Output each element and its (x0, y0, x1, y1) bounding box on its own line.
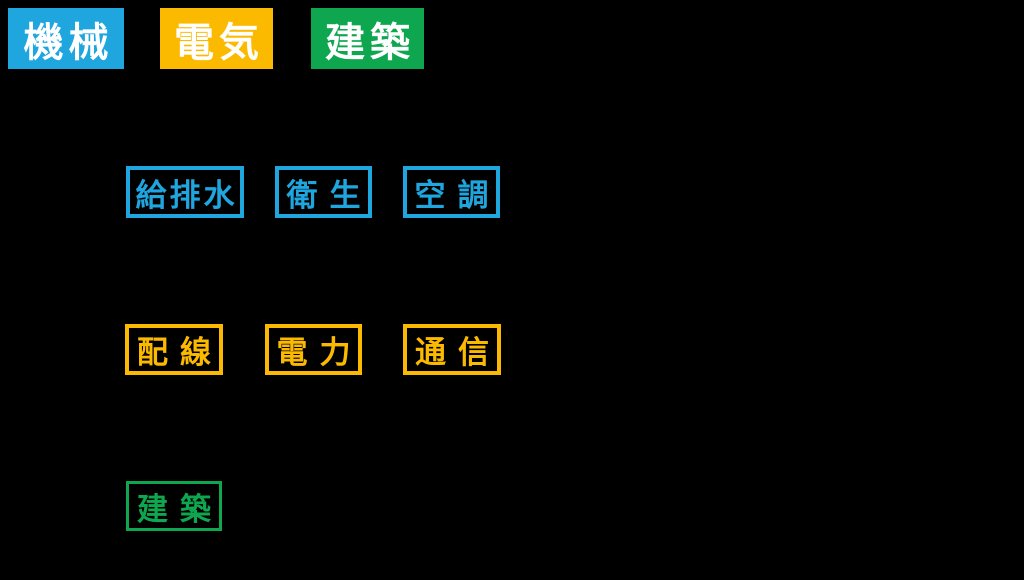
legend-label-architecture: 建築 (325, 20, 415, 65)
item-label-air-conditioning: 空調 (414, 177, 501, 213)
item-box-architecture: 建築 (126, 481, 222, 531)
item-label-architecture: 建築 (137, 491, 223, 527)
item-box-electric-power: 電力 (265, 324, 362, 375)
item-box-sanitation: 衛生 (275, 166, 372, 218)
legend-label-mechanical: 機械 (23, 20, 114, 65)
legend-box-architecture: 建築 (311, 8, 424, 69)
item-box-air-conditioning: 空調 (403, 166, 500, 218)
legend-box-electrical: 電気 (160, 8, 273, 69)
item-label-electric-power: 電力 (276, 335, 363, 370)
item-label-wiring: 配線 (137, 335, 223, 370)
item-box-water-supply-drainage: 給排水 (126, 166, 244, 218)
item-label-sanitation: 衛生 (286, 177, 373, 213)
item-label-water-supply-drainage: 給排水 (135, 177, 238, 213)
item-label-communication: 通信 (415, 335, 501, 370)
item-box-communication: 通信 (403, 324, 501, 375)
item-box-wiring: 配線 (125, 324, 223, 375)
legend-label-electrical: 電気 (174, 20, 264, 65)
legend-box-mechanical: 機械 (8, 8, 124, 69)
